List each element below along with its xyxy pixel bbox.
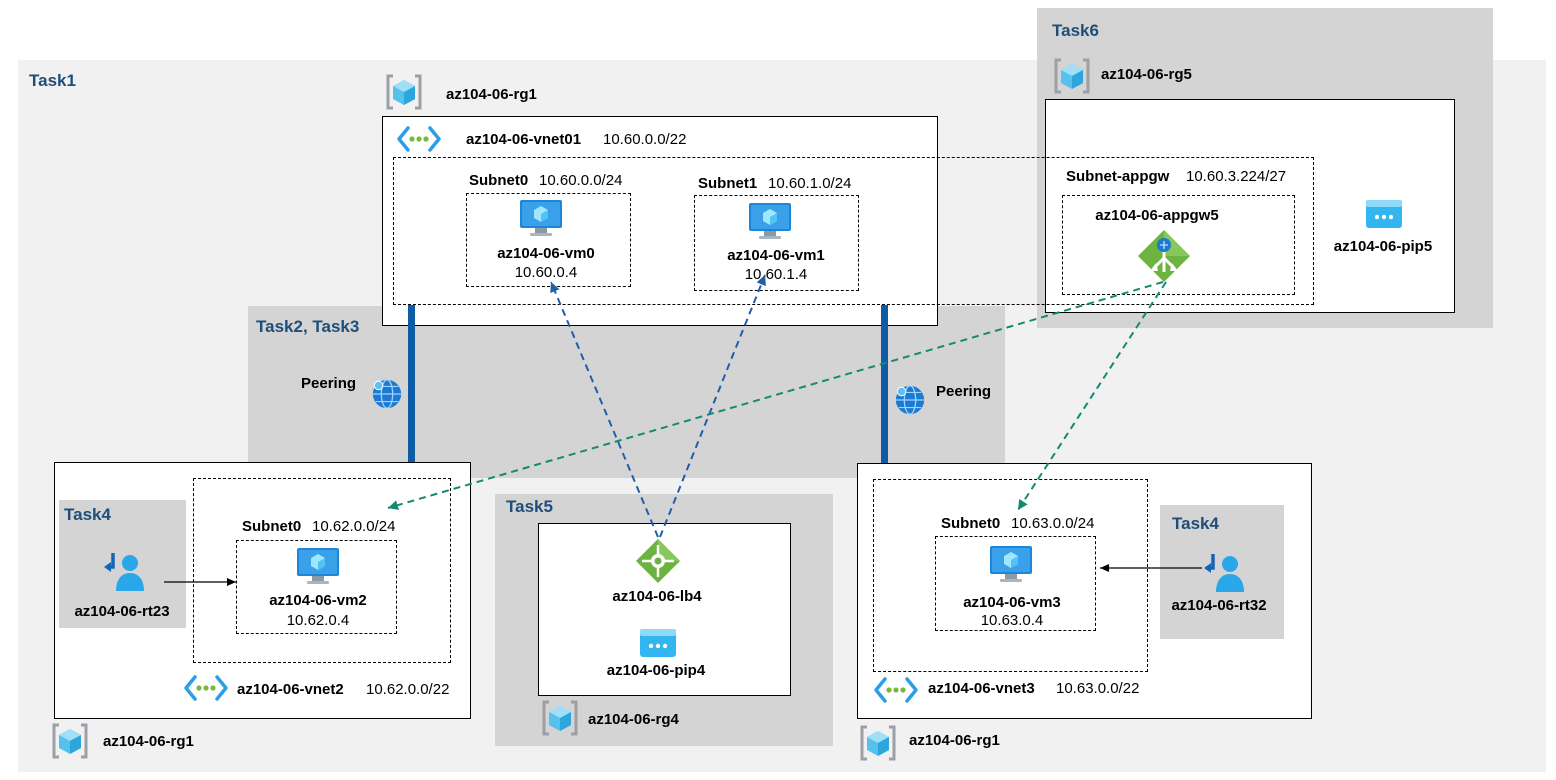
vnet3-address-space xyxy=(873,479,1148,672)
vnet3-cidr: 10.63.0.0/22 xyxy=(1056,680,1140,697)
vm3-name: az104-06-vm3 xyxy=(963,594,1061,611)
vnet2-address-space xyxy=(193,478,451,663)
appgw-to-vnet2-arrow xyxy=(387,281,1164,511)
peering-bar-right xyxy=(881,305,888,478)
pip4-label: az104-06-pip4 xyxy=(606,662,706,679)
peering-left-label: Peering xyxy=(301,375,357,392)
vnet01-cidr: 10.60.0.0/22 xyxy=(603,131,687,148)
vm0-ip: 10.60.0.4 xyxy=(514,264,578,281)
pip5-label: az104-06-pip5 xyxy=(1333,238,1433,255)
rg1-right-label: az104-06-rg1 xyxy=(909,732,1000,749)
rg5-label: az104-06-rg5 xyxy=(1101,66,1192,83)
subnet0-vnet01-name: Subnet0 xyxy=(469,172,529,189)
task1-label: Task1 xyxy=(29,71,76,90)
rg1-left-label: az104-06-rg1 xyxy=(103,733,194,750)
subnet-appgw-box xyxy=(1062,195,1295,295)
subnet-appgw-name: Subnet-appgw xyxy=(1066,168,1170,185)
vnet2-cidr: 10.62.0.0/22 xyxy=(366,681,450,698)
task23-label: Task2, Task3 xyxy=(256,317,360,336)
subnet0-vnet01-box xyxy=(466,193,631,287)
subnet0-vnet3-name: Subnet0 xyxy=(941,515,1001,532)
subnet0-vnet2-box xyxy=(236,540,397,634)
lb-to-vm1-arrow xyxy=(659,274,766,538)
lb4-name: az104-06-lb4 xyxy=(612,588,702,605)
subnet-appgw-cidr: 10.60.3.224/27 xyxy=(1186,168,1287,185)
task4-left-label: Task4 xyxy=(64,505,111,524)
vnet2-name: az104-06-vnet2 xyxy=(237,681,344,698)
rt32-label: az104-06-rt32 xyxy=(1171,597,1267,614)
subnet0-vnet2-cidr: 10.62.0.0/24 xyxy=(312,518,396,535)
appgw-to-vnet3-arrow xyxy=(1017,281,1167,511)
subnet0-vnet3-box xyxy=(935,536,1096,631)
task6-label: Task6 xyxy=(1052,21,1099,40)
vnet01-box xyxy=(382,116,938,326)
task4-right-label: Task4 xyxy=(1172,514,1219,533)
subnet0-vnet01-cidr: 10.60.0.0/24 xyxy=(539,172,623,189)
subnet1-vnet01-box xyxy=(694,195,859,291)
vnet01-address-space xyxy=(393,157,1314,305)
task4-right-panel xyxy=(1160,505,1284,639)
vnet01-name: az104-06-vnet01 xyxy=(466,131,582,148)
vm1-name: az104-06-vm1 xyxy=(727,247,825,264)
peering-bar-left xyxy=(408,305,415,478)
rg1-top-label: az104-06-rg1 xyxy=(446,86,537,103)
subnet1-vnet01-cidr: 10.60.1.0/24 xyxy=(768,175,852,192)
lb-to-vm0-arrow xyxy=(550,281,659,538)
vnet3-name: az104-06-vnet3 xyxy=(928,680,1035,697)
rt23-label: az104-06-rt23 xyxy=(74,603,170,620)
subnet0-vnet2-name: Subnet0 xyxy=(242,518,302,535)
vm2-name: az104-06-vm2 xyxy=(269,592,367,609)
task5-label: Task5 xyxy=(506,497,553,516)
appgw5-name: az104-06-appgw5 xyxy=(1095,207,1219,224)
subnet0-vnet3-cidr: 10.63.0.0/24 xyxy=(1011,515,1095,532)
vm3-ip: 10.63.0.4 xyxy=(980,612,1044,629)
vm2-ip: 10.62.0.4 xyxy=(286,612,350,629)
vm0-name: az104-06-vm0 xyxy=(497,245,595,262)
rg4-label: az104-06-rg4 xyxy=(588,711,679,728)
subnet1-vnet01-name: Subnet1 xyxy=(698,175,758,192)
peering-right-label: Peering xyxy=(936,383,992,400)
